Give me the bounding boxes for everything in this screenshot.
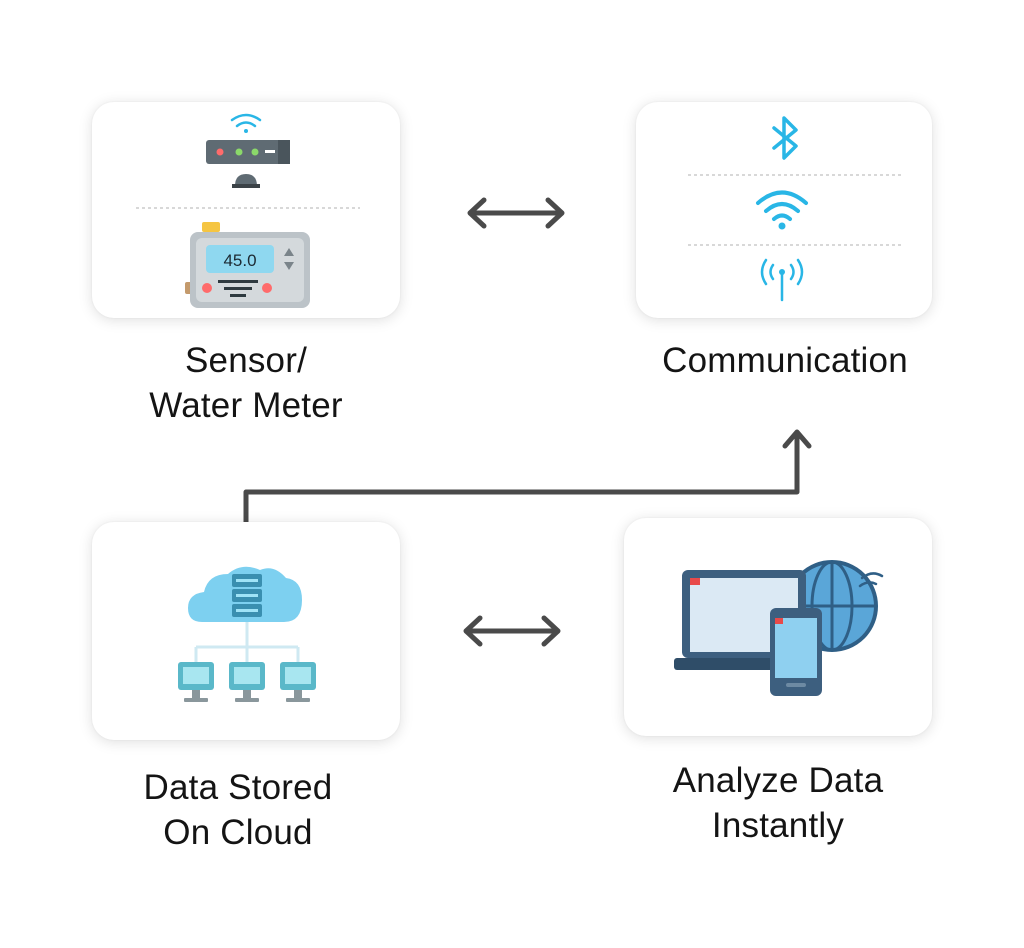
arrow-cloud-analyze [463, 615, 561, 647]
meter-reading: 45.0 [223, 251, 256, 270]
cloud-server-icon [188, 566, 302, 622]
sensor-label-line1: Sensor/ [184, 341, 308, 380]
analyze-label-line2: Instantly [711, 806, 845, 845]
cloud-card [92, 522, 400, 740]
wifi-icon [756, 190, 808, 230]
wifi-icon [858, 572, 884, 588]
smartphone-icon [770, 608, 822, 696]
router-icon [206, 140, 290, 188]
analyze-card [624, 518, 932, 736]
bluetooth-icon [772, 116, 798, 160]
wifi-icon [230, 113, 262, 133]
analyze-label-line1: Analyze Data [672, 761, 884, 800]
communication-card [636, 102, 932, 318]
water-meter-icon: 45.0 [185, 222, 310, 308]
analyze-label: Analyze Data Instantly [628, 758, 928, 848]
communication-label: Communication [620, 338, 950, 383]
radio-tower-icon [760, 258, 804, 302]
computer-icon [280, 662, 316, 702]
sensor-label-line2: Water Meter [149, 386, 343, 425]
communication-label-text: Communication [662, 341, 908, 380]
computer-icon [229, 662, 265, 702]
cloud-label-line1: Data Stored [143, 768, 333, 807]
cloud-label: Data Stored On Cloud [88, 765, 388, 855]
network-lines [194, 622, 300, 662]
computer-icon [178, 662, 214, 702]
sensor-card: 45.0 [92, 102, 400, 318]
sensor-label: Sensor/ Water Meter [96, 338, 396, 428]
cloud-label-line2: On Cloud [163, 813, 313, 852]
arrow-sensor-communication [467, 197, 565, 229]
